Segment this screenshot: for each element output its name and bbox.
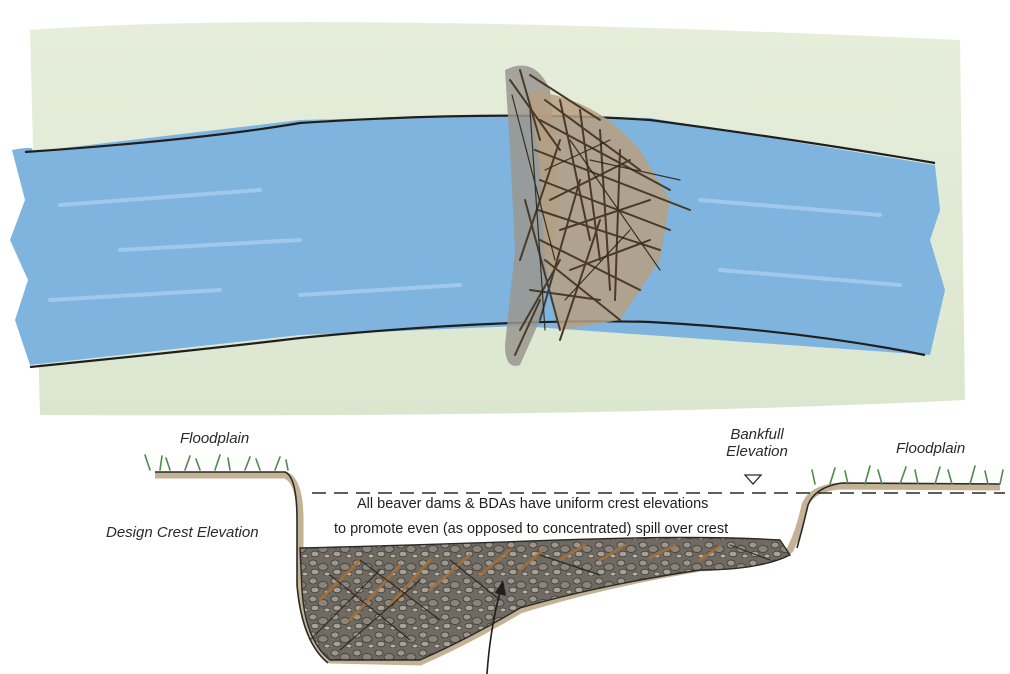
floodplain-left-label: Floodplain [180, 430, 249, 447]
cross-section [145, 455, 1005, 674]
design-crest-elevation-label: Design Crest Elevation [106, 524, 259, 541]
stream-channel [10, 115, 945, 365]
floodplain-right-label: Floodplain [896, 440, 965, 457]
grass-right-icon [812, 466, 1003, 484]
bankfull-elevation-label: Bankfull Elevation [722, 426, 792, 460]
beaver-dam-section [300, 538, 790, 661]
plan-view [10, 22, 965, 415]
bankfull-triangle-icon [745, 475, 761, 484]
crest-note-line1: All beaver dams & BDAs have uniform cres… [357, 496, 708, 513]
bankfull-label-line2: Elevation [722, 443, 792, 460]
crest-note-line2: to promote even (as opposed to concentra… [334, 521, 728, 538]
bankfull-label-line1: Bankfull [722, 426, 792, 443]
grass-left-icon [145, 455, 288, 470]
